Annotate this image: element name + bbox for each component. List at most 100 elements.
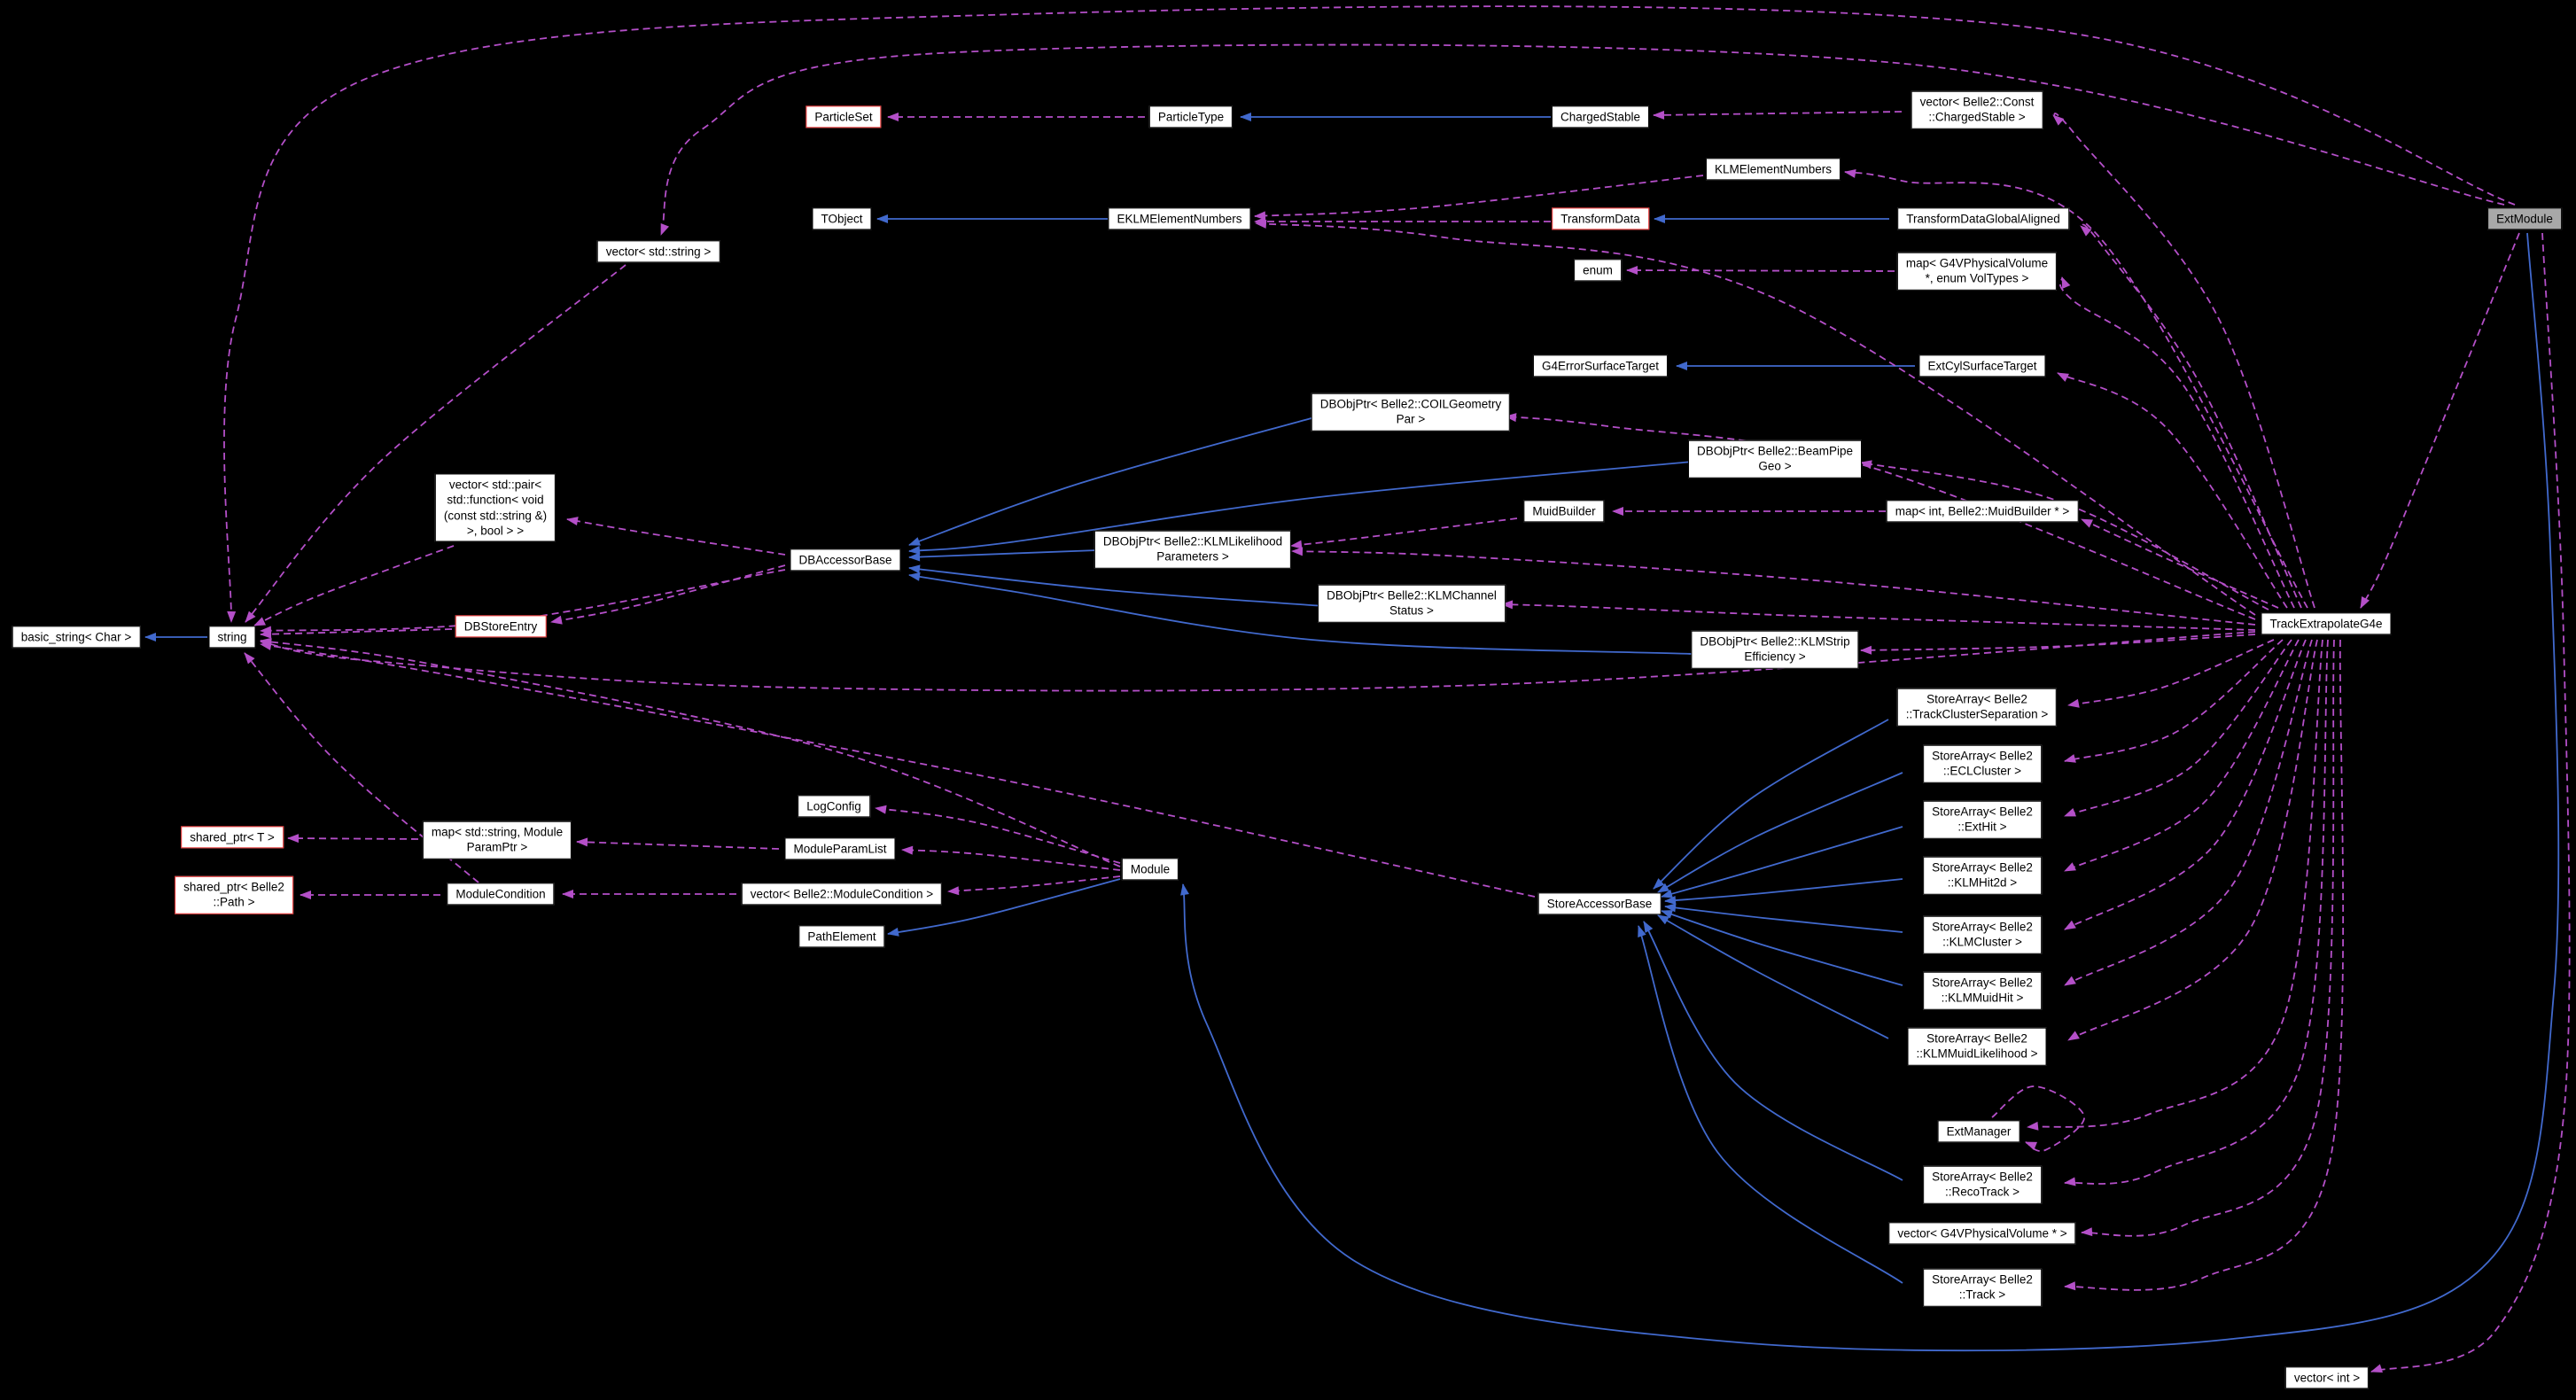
node-label: ::Path > (213, 896, 255, 909)
node-label: std::function< void (447, 493, 544, 507)
edge-use-ext-module--vector-int (2370, 232, 2571, 1373)
edge-inh-storearray-track--store-accessor-base (1638, 925, 1903, 1284)
node-storearray-track[interactable]: StoreArray< Belle2::Track > (1923, 1268, 2042, 1307)
edge-inh-module--path-element (887, 878, 1121, 937)
node-path-element[interactable]: PathElement (798, 925, 885, 948)
node-enum[interactable]: enum (1574, 259, 1622, 282)
node-label: StoreArray< Belle2 (1932, 860, 2033, 875)
node-label: shared_ptr< T > (190, 830, 275, 844)
node-label: map< G4VPhysicalVolume (1905, 256, 2049, 270)
node-particle-set[interactable]: ParticleSet (805, 105, 882, 128)
edge-use-track-extrapolate-g4e--storearray-ecl-cluster (2064, 639, 2284, 763)
node-label: Module (1130, 862, 1171, 876)
edge-use-track-extrapolate-g4e--storearray-klm-hit2d (2064, 639, 2300, 872)
edge-inh-storearray-reco-track--store-accessor-base (1643, 921, 1903, 1181)
edge-inh-dbobjptr-beam-pipe-geo--db-accessor-base (908, 461, 1693, 555)
node-vector-charged-stable[interactable]: vector< Belle2::Const::ChargedStable > (1911, 90, 2043, 129)
node-db-store-entry[interactable]: DBStoreEntry (455, 615, 547, 638)
edge-inh-dbobjptr-coil-geometry-par--db-accessor-base (908, 416, 1319, 546)
node-klm-element-numbers[interactable]: KLMElementNumbers (1705, 158, 1841, 181)
edge-use-track-extrapolate-g4e--dbobjptr-klm-channel-status (1501, 600, 2256, 631)
node-storearray-klm-hit2d[interactable]: StoreArray< Belle2::KLMHit2d > (1923, 856, 2042, 895)
edge-use-track-extrapolate-g4e--storearray-track-cluster-separation (2067, 639, 2275, 708)
node-storearray-ext-hit[interactable]: StoreArray< Belle2::ExtHit > (1923, 800, 2042, 839)
node-label: ChargedStable (1560, 110, 1641, 124)
edge-use-track-extrapolate-g4e--storearray-ext-hit (2064, 639, 2292, 817)
node-map-muid-builder[interactable]: map< int, Belle2::MuidBuilder * > (1886, 500, 2079, 523)
node-map-volume-types[interactable]: map< G4VPhysicalVolume *, enum VolTypes > (1896, 252, 2058, 291)
node-storearray-ecl-cluster[interactable]: StoreArray< Belle2::ECLCluster > (1923, 744, 2042, 783)
node-shared-ptr-path[interactable]: shared_ptr< Belle2::Path > (175, 875, 293, 914)
node-label: ParticleType (1157, 110, 1225, 124)
node-db-accessor-base[interactable]: DBAccessorBase (790, 548, 901, 572)
edge-use-module--vector-module-condition (947, 875, 1121, 896)
node-module[interactable]: Module (1121, 858, 1179, 881)
node-store-accessor-base[interactable]: StoreAccessorBase (1537, 892, 1662, 915)
node-g4-error-surface-target[interactable]: G4ErrorSurfaceTarget (1532, 354, 1669, 377)
node-vector-g4vphysicalvolume[interactable]: vector< G4VPhysicalVolume * > (1888, 1222, 2076, 1245)
node-label: vector< G4VPhysicalVolume * > (1897, 1226, 2067, 1241)
node-vector-std-string[interactable]: vector< std::string > (596, 240, 720, 263)
node-track-extrapolate-g4e[interactable]: TrackExtrapolateG4e (2261, 612, 2392, 635)
node-storearray-reco-track[interactable]: StoreArray< Belle2::RecoTrack > (1923, 1165, 2042, 1204)
node-label: EKLMElementNumbers (1117, 212, 1242, 226)
node-storearray-klm-muid-likelihood[interactable]: StoreArray< Belle2::KLMMuidLikelihood > (1907, 1027, 2047, 1066)
node-label: TrackExtrapolateG4e (2269, 617, 2383, 631)
node-label: map< std::string, Module (431, 825, 564, 839)
edge-use-module--string (260, 637, 1121, 867)
node-label: *, enum VolTypes > (1925, 272, 2029, 285)
node-storearray-klm-cluster[interactable]: StoreArray< Belle2::KLMCluster > (1923, 915, 2042, 954)
node-label: DBObjPtr< Belle2::COILGeometry (1319, 397, 1502, 411)
node-transform-data[interactable]: TransformData (1552, 207, 1649, 230)
edge-use-track-extrapolate-g4e--storearray-track (2064, 639, 2345, 1291)
node-label: basic_string< Char > (20, 630, 132, 644)
node-vector-pair-function[interactable]: vector< std::pair<std::function< void(co… (434, 473, 556, 542)
node-label: Geo > (1758, 460, 1792, 473)
node-vector-module-condition[interactable]: vector< Belle2::ModuleCondition > (741, 883, 943, 906)
node-label: ::ExtHit > (1957, 821, 2007, 834)
node-label: DBObjPtr< Belle2::KLMStrip (1700, 634, 1850, 649)
node-label: ::Track > (1958, 1288, 2006, 1302)
node-label: ::KLMCluster > (1942, 936, 2022, 949)
node-charged-stable[interactable]: ChargedStable (1551, 105, 1650, 128)
node-module-condition[interactable]: ModuleCondition (447, 883, 555, 906)
edge-use-module--log-config (875, 805, 1121, 864)
node-label: DBObjPtr< Belle2::KLMLikelihood (1102, 534, 1283, 548)
node-storearray-track-cluster-separation[interactable]: StoreArray< Belle2::TrackClusterSeparati… (1896, 688, 2058, 727)
node-ext-module: ExtModule (2487, 207, 2562, 230)
edge-inh-storearray-klm-muid-hit--store-accessor-base (1661, 910, 1903, 986)
node-ext-manager[interactable]: ExtManager (1937, 1120, 2020, 1143)
node-module-param-list[interactable]: ModuleParamList (784, 837, 896, 860)
edge-use-track-extrapolate-g4e--storearray-klm-muid-likelihood (2067, 639, 2318, 1041)
edge-use-db-accessor-base--db-store-entry (550, 564, 786, 625)
edge-inh-dbobjptr-klm-likelihood-parameters--db-accessor-base (908, 549, 1098, 562)
node-ext-cyl-surface-target[interactable]: ExtCylSurfaceTarget (1918, 354, 2046, 377)
node-log-config[interactable]: LogConfig (798, 795, 870, 818)
node-label: ExtModule (2496, 212, 2553, 226)
node-tobject[interactable]: TObject (812, 207, 872, 230)
node-muid-builder[interactable]: MuidBuilder (1523, 500, 1605, 523)
node-basic-string[interactable]: basic_string< Char > (12, 626, 141, 649)
node-vector-int[interactable]: vector< int > (2284, 1366, 2370, 1389)
node-eklm-element-numbers[interactable]: EKLMElementNumbers (1108, 207, 1251, 230)
edge-use-vector-pair-function--string (253, 545, 455, 626)
node-transform-data-global-aligned[interactable]: TransformDataGlobalAligned (1897, 207, 2069, 230)
node-label: G4ErrorSurfaceTarget (1541, 359, 1660, 373)
node-label: Parameters > (1156, 550, 1229, 564)
node-storearray-klm-muid-hit[interactable]: StoreArray< Belle2::KLMMuidHit > (1923, 971, 2042, 1010)
node-string[interactable]: string (208, 626, 256, 649)
node-label: ExtCylSurfaceTarget (1927, 359, 2037, 373)
edge-use-ext-manager--ext-manager (1991, 1085, 2085, 1152)
node-label: ParticleSet (814, 110, 873, 124)
node-shared-ptr-t[interactable]: shared_ptr< T > (181, 826, 284, 849)
node-particle-type[interactable]: ParticleType (1148, 105, 1234, 128)
edge-use-vector-charged-stable--charged-stable (1653, 110, 1903, 120)
edge-use-track-extrapolate-g4e--vector-g4vphysicalvolume (2081, 639, 2335, 1237)
edge-use-track-extrapolate-g4e--storearray-klm-cluster (2064, 639, 2307, 930)
